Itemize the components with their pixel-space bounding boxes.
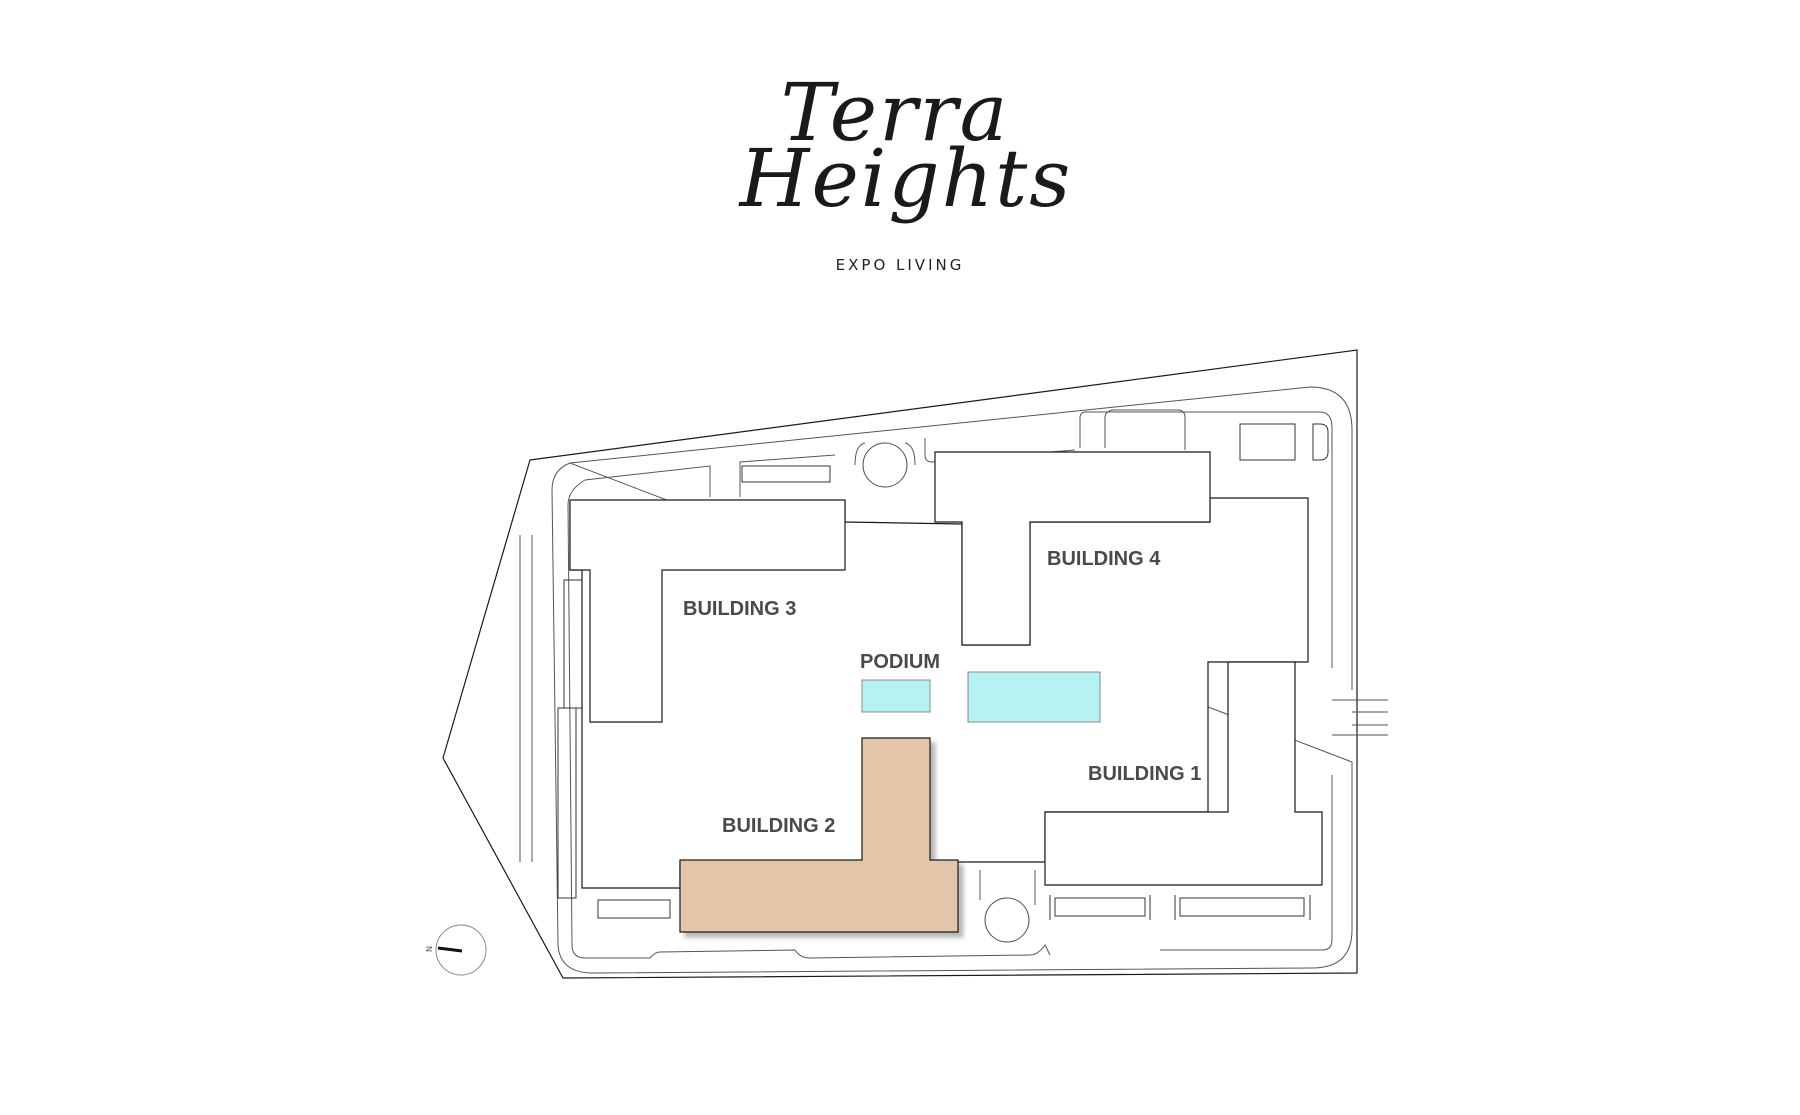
building-2-label: BUILDING 2 (722, 815, 835, 837)
pool-large (967, 671, 1101, 723)
pool-small (861, 679, 931, 713)
building-1-label: BUILDING 1 (1088, 763, 1201, 785)
roundabout-south (984, 897, 1030, 943)
podium-label: PODIUM (860, 651, 940, 673)
logo-title-line2: Heights (739, 132, 1073, 225)
site-boundary (442, 349, 1358, 979)
logo: Terra Heights (0, 66, 1800, 225)
logo-tagline: EXPO LIVING (835, 256, 965, 274)
driveway (519, 386, 1388, 974)
compass-letter: N (424, 946, 433, 952)
building-4-label: BUILDING 4 (1047, 548, 1161, 570)
building-4[interactable] (934, 451, 1211, 646)
building-3[interactable] (569, 499, 846, 723)
parking-areas (557, 423, 1329, 920)
logo-title-line1: Terra (780, 66, 1010, 159)
north-arrow-icon: N (424, 924, 487, 976)
building-1[interactable] (1044, 661, 1323, 886)
roundabout-north (862, 442, 908, 488)
building-3-label: BUILDING 3 (683, 598, 796, 620)
building-2[interactable] (679, 737, 959, 933)
